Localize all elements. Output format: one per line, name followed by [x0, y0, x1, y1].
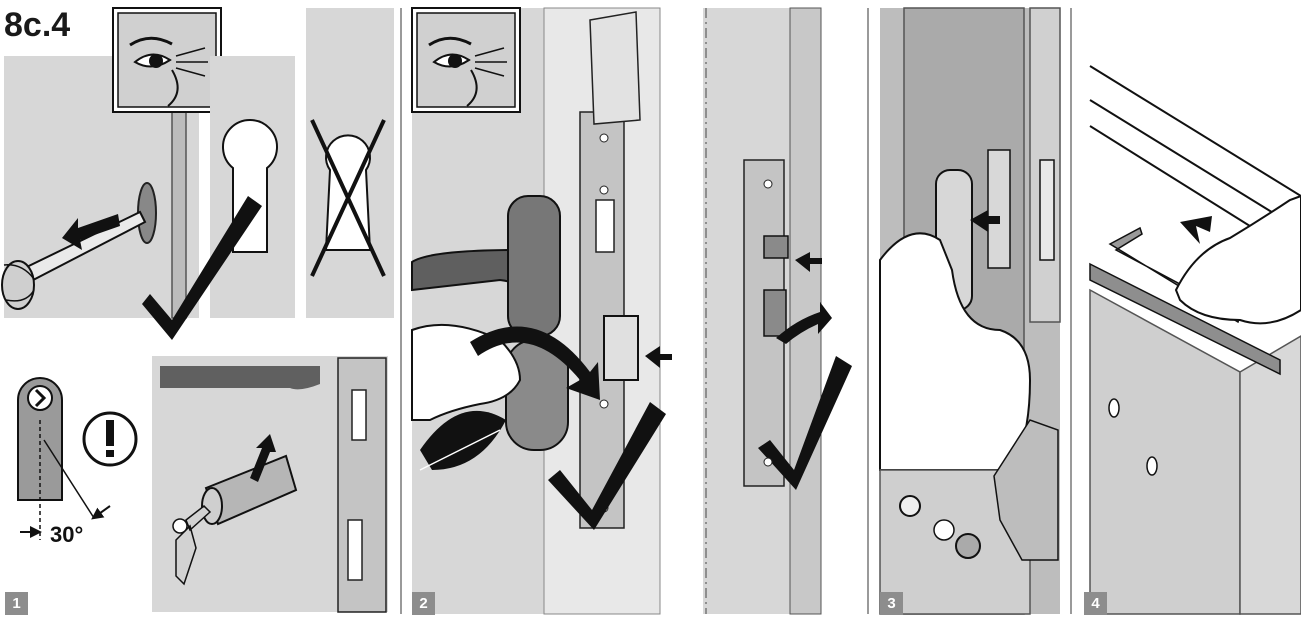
angle-label: 30°: [50, 522, 83, 548]
panel-2-latch-detail: [703, 8, 852, 614]
panel-2: [412, 8, 672, 614]
step-badge-4: 4: [1084, 592, 1107, 615]
latch-bolt-icon: [764, 236, 788, 258]
panel-3: [880, 8, 1060, 614]
latch-icon: [604, 316, 638, 380]
step-title: 8c.4: [4, 6, 70, 45]
dead-bolt-icon: [764, 290, 786, 336]
panel-4: [1084, 64, 1301, 614]
step-badge-1: 1: [5, 592, 28, 615]
handle-shadow: [160, 366, 320, 389]
eye-inspection-icon: [412, 8, 520, 112]
step-badge-2: 2: [412, 592, 435, 615]
eye-inspection-icon: [113, 8, 221, 112]
warning-icon: [84, 413, 136, 465]
step-badge-3: 3: [880, 592, 903, 615]
